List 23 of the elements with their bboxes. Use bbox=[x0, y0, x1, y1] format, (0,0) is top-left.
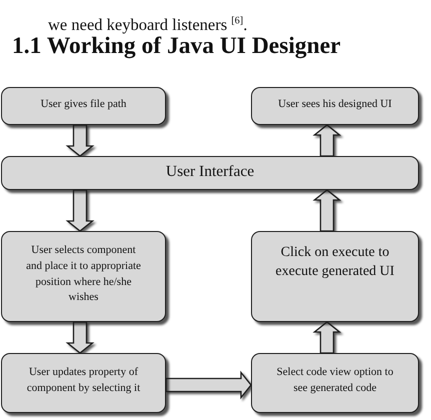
step-text: User gives file path bbox=[40, 98, 126, 112]
process-box bbox=[1, 353, 166, 413]
process-box bbox=[251, 87, 419, 125]
step-text: User selects component and place it to appropriate position where he/she wishes bbox=[25, 243, 142, 306]
process-box bbox=[251, 353, 419, 413]
step-text: User Interface bbox=[166, 163, 254, 182]
process-box bbox=[1, 87, 166, 125]
block-arrow bbox=[66, 189, 94, 232]
block-arrow bbox=[66, 321, 94, 354]
process-box bbox=[1, 231, 166, 322]
process-box bbox=[1, 156, 419, 190]
block-arrow bbox=[66, 124, 94, 157]
section-heading: 1.1 Working of Java UI Designer bbox=[12, 33, 341, 60]
block-arrow bbox=[312, 124, 342, 157]
step-text: User sees his designed UI bbox=[278, 98, 392, 112]
process-box bbox=[251, 231, 419, 322]
block-arrow bbox=[312, 189, 342, 232]
step-text: User updates property of component by selecting it bbox=[26, 365, 142, 396]
step-text: Select code view option to see generated code bbox=[276, 365, 394, 396]
block-arrow bbox=[312, 321, 342, 354]
block-arrow bbox=[165, 370, 252, 400]
body-text: we need keyboard listeners $^{[6]}$. bbox=[48, 15, 248, 35]
step-text: Click on execute to execute generated UI bbox=[274, 244, 396, 282]
